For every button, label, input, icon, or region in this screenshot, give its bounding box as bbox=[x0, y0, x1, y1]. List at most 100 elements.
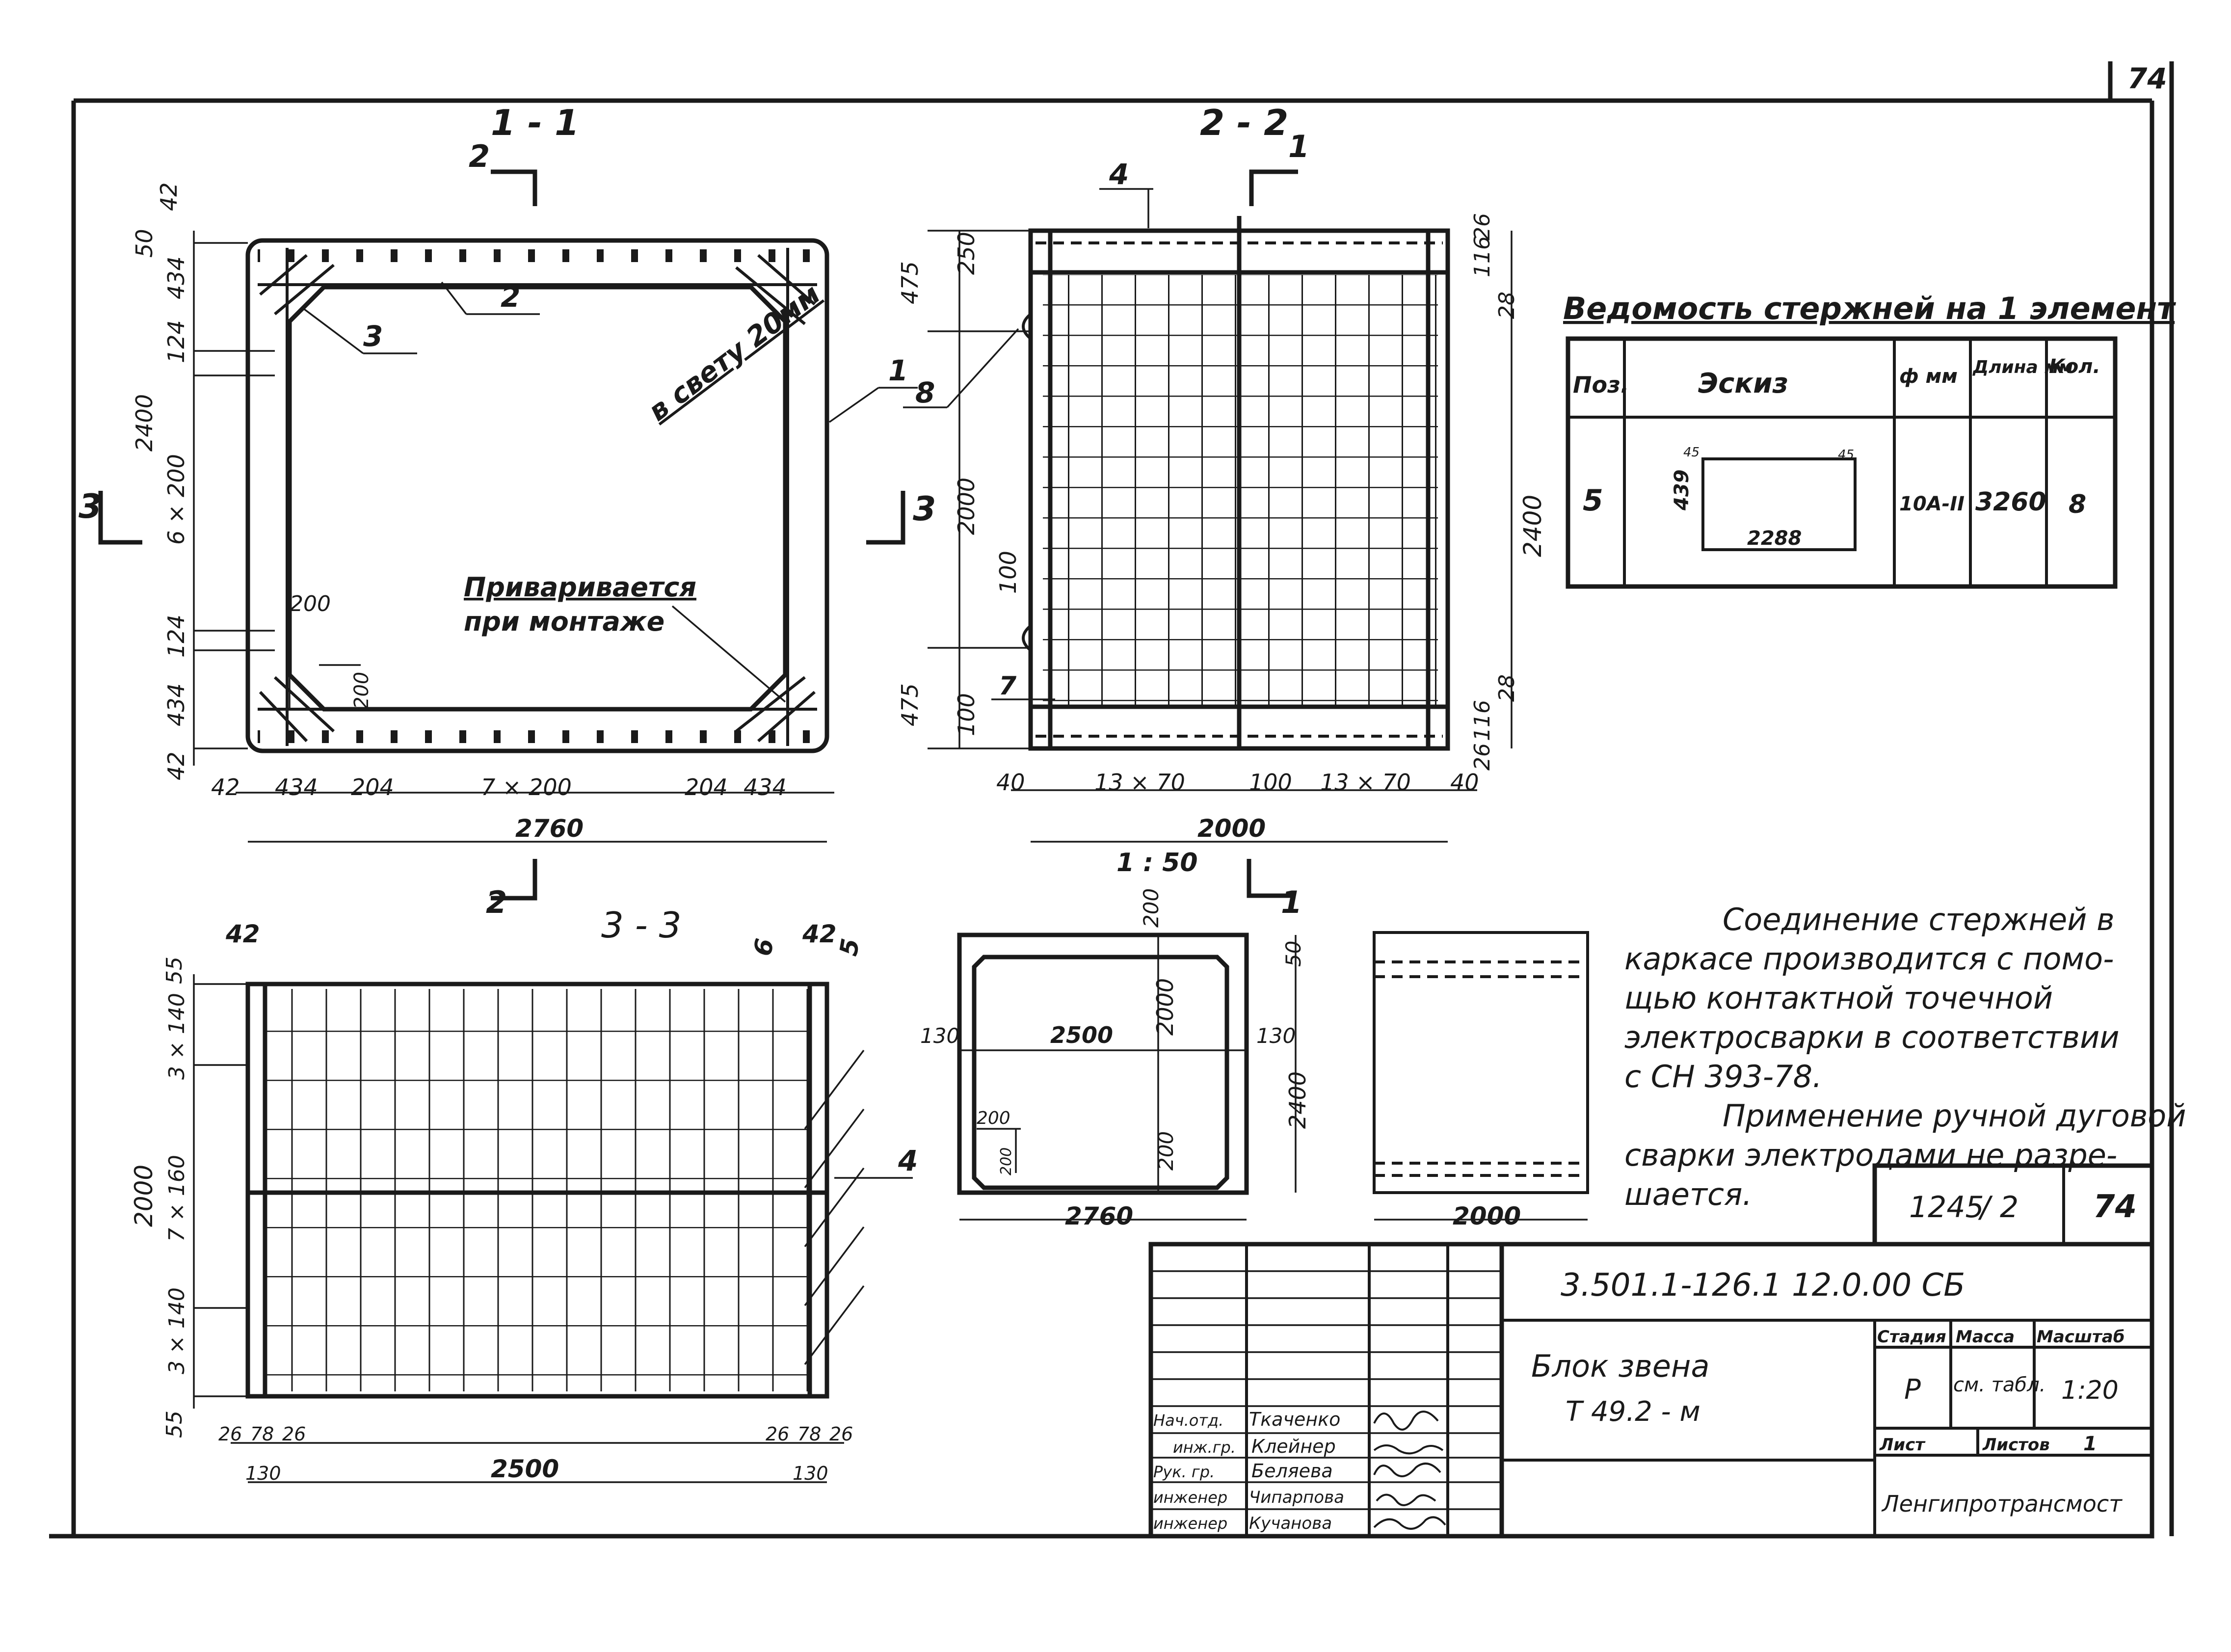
signatures: Нач.отд. Ткаченко инж.гр. Клейнер Рук. г… bbox=[1153, 1409, 1344, 1533]
ss-dim-2000: 2000 bbox=[1453, 1202, 1521, 1230]
dim-13x70-left: 13 × 70 bbox=[1094, 769, 1185, 796]
dim-13x70-right: 13 × 70 bbox=[1320, 769, 1411, 796]
dim-26-bl: 26 bbox=[218, 1423, 242, 1445]
col-sketch: Эскиз bbox=[1698, 368, 1788, 400]
dims-top-3-3: 42 6 42 5 bbox=[225, 920, 865, 958]
scale-1-50: 1 : 50 bbox=[1116, 848, 1198, 878]
dim-100-bottom: 100 bbox=[953, 693, 980, 736]
dim-2400-right: 2400 bbox=[1518, 495, 1547, 557]
dims-bottom-2-2: 40 13 × 70 100 13 × 70 40 2000 bbox=[996, 769, 1479, 843]
mesh-3-3 bbox=[265, 989, 810, 1391]
dim-434-bottom: 434 bbox=[163, 683, 189, 726]
dim-bottom-204-right: 204 bbox=[685, 774, 728, 800]
hdr-mass: Масса bbox=[1956, 1327, 2015, 1347]
sig-name-4: Чипарпова bbox=[1249, 1488, 1344, 1507]
sf-dim-200-corner-v: 200 bbox=[998, 1147, 1015, 1175]
row-diam: 10А-II bbox=[1899, 493, 1965, 515]
sig-role-1: Нач.отд. bbox=[1153, 1411, 1223, 1430]
val-mass: см. табл. bbox=[1953, 1374, 2045, 1396]
scheme-front-dims: 200 50 130 2500 130 2000 2400 200 200 20… bbox=[920, 888, 1311, 1175]
small-stamp: 1245 / 2 74 bbox=[1872, 1163, 2154, 1247]
val-sheets: 1 bbox=[2083, 1433, 2097, 1455]
dim-78-br: 78 bbox=[797, 1423, 821, 1445]
stamp-part: 2 bbox=[2000, 1190, 2019, 1225]
sf-dim-200-top: 200 bbox=[1139, 888, 1163, 928]
note-line-1: Соединение стержней в bbox=[1723, 902, 2115, 937]
item-name: Блок звена bbox=[1531, 1348, 1709, 1384]
label-pos-6: 6 bbox=[748, 936, 779, 958]
sig-role-4: инженер bbox=[1153, 1488, 1227, 1507]
dim-bottom-7x200: 7 × 200 bbox=[481, 774, 572, 800]
dim-2400-left: 2400 bbox=[131, 394, 158, 452]
note-weld-line1: Приваривается bbox=[464, 572, 696, 603]
sf-dim-130-right: 130 bbox=[1256, 1024, 1296, 1048]
dim-78-bl: 78 bbox=[250, 1423, 274, 1445]
dim-28-top: 28 bbox=[1494, 292, 1519, 319]
scheme-front: 200 50 130 2500 130 2000 2400 200 200 20… bbox=[920, 888, 1311, 1230]
sf-dim-2760: 2760 bbox=[1065, 1202, 1133, 1230]
note-clear-20mm: в свету 20мм bbox=[642, 278, 826, 427]
stamp-slash: / bbox=[1978, 1190, 1993, 1225]
cut-mark-bottom-label: 2 bbox=[486, 884, 507, 920]
dim-55-top: 55 bbox=[162, 957, 187, 984]
sig-role-2: инж.гр. bbox=[1173, 1438, 1236, 1457]
dim-124-top: 124 bbox=[163, 320, 189, 363]
label-pos-5: 5 bbox=[834, 936, 865, 958]
col-diam: ф мм bbox=[1899, 365, 1958, 388]
val-scale: 1:20 bbox=[2061, 1376, 2119, 1405]
dim-26-bl2: 26 bbox=[282, 1423, 306, 1445]
dim-overall-2000: 2000 bbox=[1197, 814, 1266, 843]
dim-40-left: 40 bbox=[996, 769, 1025, 796]
dims-right-2-2: 26 116 28 2400 28 116 26 bbox=[1470, 213, 1547, 771]
sf-dim-2500: 2500 bbox=[1050, 1022, 1113, 1048]
sig-role-5: инженер bbox=[1153, 1514, 1227, 1533]
section-2-2: 2 - 2 1 1 3 475 250 2000 100 475 100 bbox=[866, 102, 1547, 920]
label-pos-4: 4 bbox=[1109, 158, 1129, 191]
dim-3x140-bottom: 3 × 140 bbox=[164, 1287, 189, 1374]
scheme-side: 2000 bbox=[1373, 931, 1589, 1230]
section-title-1-1: 1 - 1 bbox=[491, 102, 579, 143]
dims-bottom-3-3: 26 78 26 26 78 26 130 130 bbox=[218, 1423, 853, 1484]
corner-dim-h: 200 bbox=[290, 591, 331, 616]
dim-bottom-434-right: 434 bbox=[744, 774, 787, 800]
dim-28-bottom: 28 bbox=[1494, 674, 1519, 702]
dim-100-mid: 100 bbox=[1249, 769, 1292, 796]
dim-42-top-right: 42 bbox=[802, 920, 837, 948]
label-pos-1: 1 bbox=[888, 354, 908, 387]
dim-overall-2760: 2760 bbox=[515, 814, 584, 843]
sheet-number: 74 bbox=[2127, 62, 2167, 95]
sf-dim-2400: 2400 bbox=[1284, 1071, 1311, 1129]
note-line-5: с СН 393-78. bbox=[1624, 1059, 1822, 1094]
dim-55-bottom: 55 bbox=[162, 1411, 187, 1438]
cut-mark-top-2-2: 1 bbox=[1288, 129, 1309, 164]
side-cut-2-2: 3 bbox=[913, 490, 936, 529]
item-mark: Т 49.2 - м bbox=[1566, 1396, 1700, 1428]
label-pos-8: 8 bbox=[915, 376, 935, 409]
label-pos-7: 7 bbox=[999, 671, 1017, 701]
side-cut-label: 3 bbox=[79, 487, 102, 526]
sf-dim-200-corner: 200 bbox=[977, 1108, 1010, 1128]
label-pos-2: 2 bbox=[501, 280, 520, 314]
hdr-sheet: Лист bbox=[1879, 1435, 1926, 1455]
col-pos: Поз. bbox=[1573, 372, 1629, 398]
signature-scribbles bbox=[1373, 1411, 1446, 1530]
dim-26-bottom: 26 bbox=[1470, 743, 1495, 771]
cut-mark-top-label: 2 bbox=[469, 138, 490, 174]
note-line-6: Применение ручной дуговой bbox=[1723, 1098, 2186, 1134]
dim-475-bottom: 475 bbox=[897, 683, 923, 726]
notes: Соединение стержней в каркасе производит… bbox=[1624, 902, 2186, 1212]
dim-42-top-left: 42 bbox=[225, 920, 260, 948]
tb-headers: Стадия Масса Масштаб Лист Листов bbox=[1877, 1327, 2125, 1455]
dims-left-3-3: 55 3 × 140 2000 7 × 160 3 × 140 55 bbox=[130, 957, 189, 1438]
dim-26-top: 26 bbox=[1470, 213, 1495, 240]
sig-name-5: Кучанова bbox=[1249, 1514, 1332, 1533]
note-line-3: щью контактной точечной bbox=[1624, 980, 2053, 1016]
sketch-dim-439: 439 bbox=[1671, 470, 1693, 511]
note-line-2: каркасе производится с помо- bbox=[1624, 941, 2114, 977]
sketch-dim-45-left: 45 bbox=[1683, 445, 1700, 460]
dim-6x200: 6 × 200 bbox=[163, 454, 189, 545]
hdr-stage: Стадия bbox=[1877, 1327, 1946, 1347]
dim-475-top: 475 bbox=[897, 261, 923, 304]
dim-bottom-434-left: 434 bbox=[275, 774, 318, 800]
sf-dim-200-mid: 200 bbox=[1154, 1131, 1178, 1171]
